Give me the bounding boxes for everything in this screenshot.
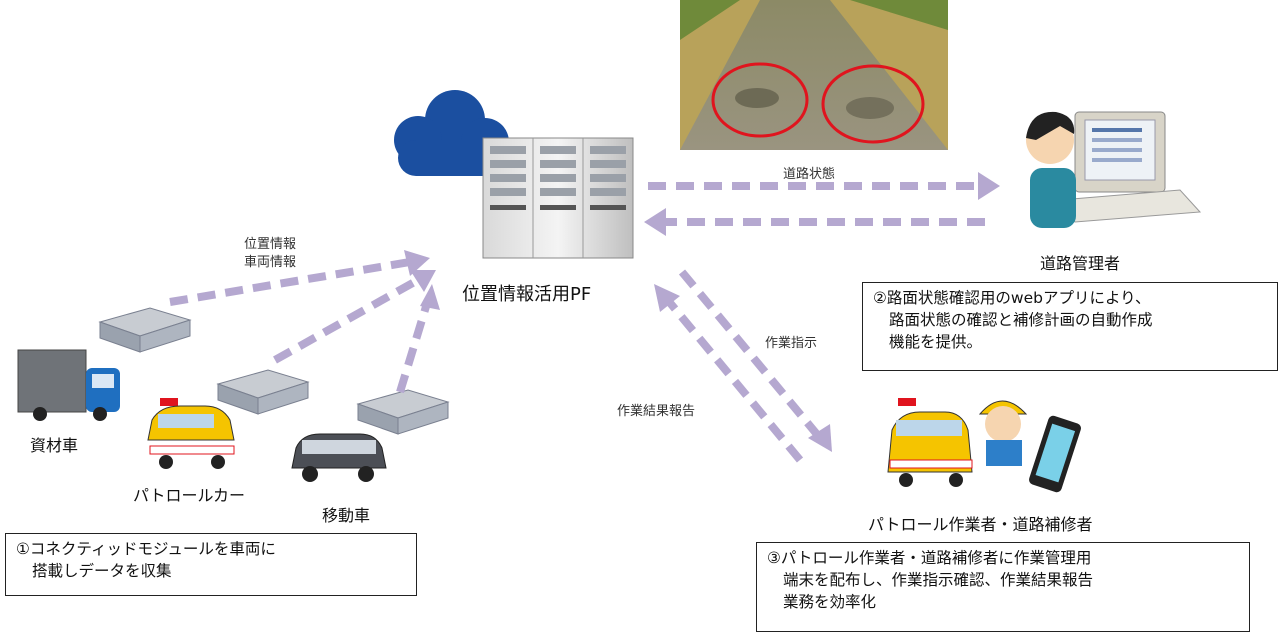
connectivity-module-icon [216, 369, 310, 415]
note-2-line-1: ②路面状態確認用のwebアプリにより、 [873, 289, 1151, 307]
note-2-line-2: 路面状態の確認と補修計画の自動作成 [889, 311, 1153, 329]
note-3-line-3: 業務を効率化 [783, 593, 877, 611]
note-box-3: ③パトロール作業者・道路補修者に作業管理用 端末を配布し、作業指示確認、作業結果… [756, 542, 1250, 632]
vehicle-info-label: 車両情報 [244, 255, 297, 270]
connectivity-module-icon [98, 307, 192, 353]
note-box-1: ①コネクティッドモジュールを車両に 搭載しデータを収集 [5, 533, 417, 596]
note-box-2: ②路面状態確認用のwebアプリにより、 路面状態の確認と補修計画の自動作成 機能… [862, 282, 1278, 371]
note-1-line-2: 搭載しデータを収集 [32, 562, 172, 580]
work-report-label: 作業結果報告 [617, 404, 696, 419]
note-3-line-1: ③パトロール作業者・道路補修者に作業管理用 [767, 549, 1092, 567]
patrol-car-icon [147, 398, 235, 469]
patrol-car-label: パトロールカー [133, 486, 246, 505]
road-manager-icon [1026, 111, 1202, 228]
arrow-vehicles-to-hub [169, 258, 432, 394]
worker-icon [978, 400, 1028, 466]
hub-label: 位置情報活用PF [462, 284, 592, 305]
patrol-car-icon [887, 398, 973, 487]
suv-icon [291, 433, 387, 482]
server-rack-icon [482, 137, 634, 259]
work-instruction-label: 作業指示 [765, 336, 818, 351]
road-damage-photo [680, 0, 948, 150]
road-manager-label: 道路管理者 [1040, 254, 1121, 273]
arrow-work-report [662, 295, 804, 463]
material-truck-label: 資材車 [30, 436, 79, 455]
road-state-label: 道路状態 [783, 167, 836, 182]
arrow-work-instruction [678, 269, 824, 441]
mobile-car-label: 移動車 [322, 506, 371, 525]
note-1-line-1: ①コネクティッドモジュールを車両に [16, 540, 276, 558]
connectivity-module-icon [356, 389, 450, 435]
note-3-line-2: 端末を配布し、作業指示確認、作業結果報告 [783, 571, 1094, 589]
location-info-label: 位置情報 [244, 237, 297, 252]
truck-icon [17, 349, 120, 421]
note-2-line-3: 機能を提供。 [889, 333, 983, 351]
patrol-workers-label: パトロール作業者・道路補修者 [868, 515, 1093, 534]
smartphone-icon [1029, 415, 1081, 493]
